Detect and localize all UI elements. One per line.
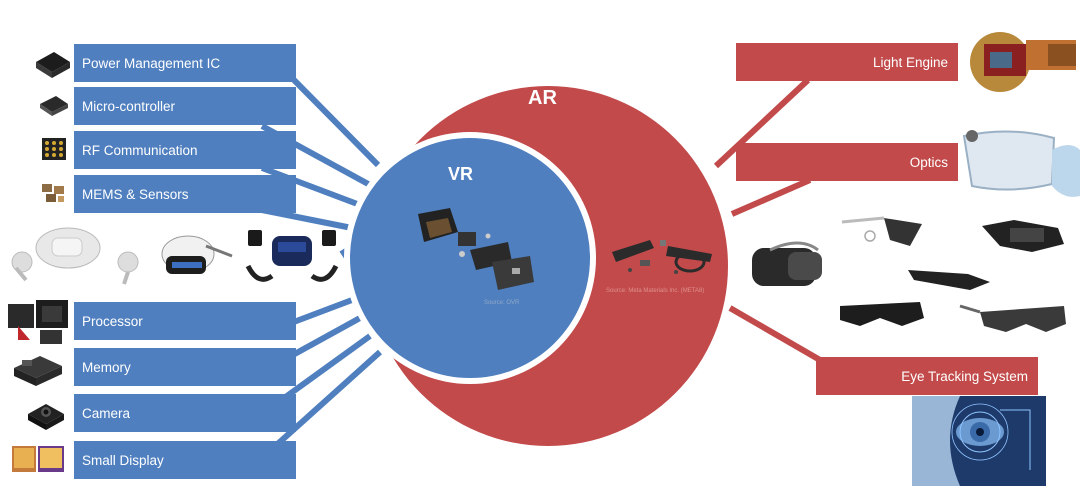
connector-line	[260, 165, 362, 208]
ar-glasses-icon	[908, 270, 990, 290]
ar-headset-icon	[752, 241, 822, 286]
label-mems-sensors: MEMS & Sensors	[74, 175, 296, 213]
chip-icon	[36, 52, 70, 78]
vr-label: VR	[448, 164, 473, 184]
right-connectors	[713, 77, 822, 363]
vr-headset-exploded-icon	[418, 208, 534, 290]
connector-line	[291, 77, 381, 168]
label-optics: Optics	[736, 143, 958, 181]
camera-icon	[28, 404, 64, 430]
vr-headset-icon	[161, 235, 233, 274]
label-camera: Camera	[74, 394, 296, 432]
ar-glasses-icon	[841, 216, 922, 246]
optics-lens-icon	[962, 130, 1080, 197]
chip-icon	[42, 138, 66, 160]
ar-glasses-icon	[982, 220, 1064, 252]
chip-icon	[40, 96, 68, 116]
label-processor: Processor	[74, 302, 296, 340]
ar-source-credit: Source: Meta Materials Inc. (META8)	[606, 288, 704, 294]
connector-line	[713, 77, 811, 169]
ar-glasses-exploded-icon	[612, 240, 712, 274]
display-icon	[12, 446, 64, 472]
connector-line	[730, 177, 812, 217]
connector-line	[259, 349, 383, 461]
label-light-engine: Light Engine	[736, 43, 958, 81]
label-micro-controller: Micro-controller	[74, 87, 296, 125]
label-power-management-ic: Power Management IC	[74, 44, 296, 82]
connector-line	[728, 305, 822, 363]
eye-scan-icon	[912, 396, 1046, 486]
light-engine-icon	[970, 32, 1076, 92]
ar-label: AR	[528, 87, 557, 109]
label-rf-communication: RF Communication	[74, 131, 296, 169]
chip-icon	[42, 184, 64, 202]
vr-source-credit: Source: OVR	[484, 300, 520, 306]
vr-headset-icon	[245, 230, 339, 282]
vr-circle	[350, 138, 590, 378]
processor-icon	[8, 300, 68, 344]
label-small-display: Small Display	[74, 441, 296, 479]
vr-headset-controllers-icon	[11, 227, 139, 285]
connector-line	[261, 207, 353, 231]
ar-glasses-icon	[959, 304, 1066, 332]
memory-icon	[14, 356, 62, 386]
ar-glasses-icon	[840, 302, 924, 326]
label-memory: Memory	[74, 348, 296, 386]
label-eye-tracking-system: Eye Tracking System	[816, 357, 1038, 395]
